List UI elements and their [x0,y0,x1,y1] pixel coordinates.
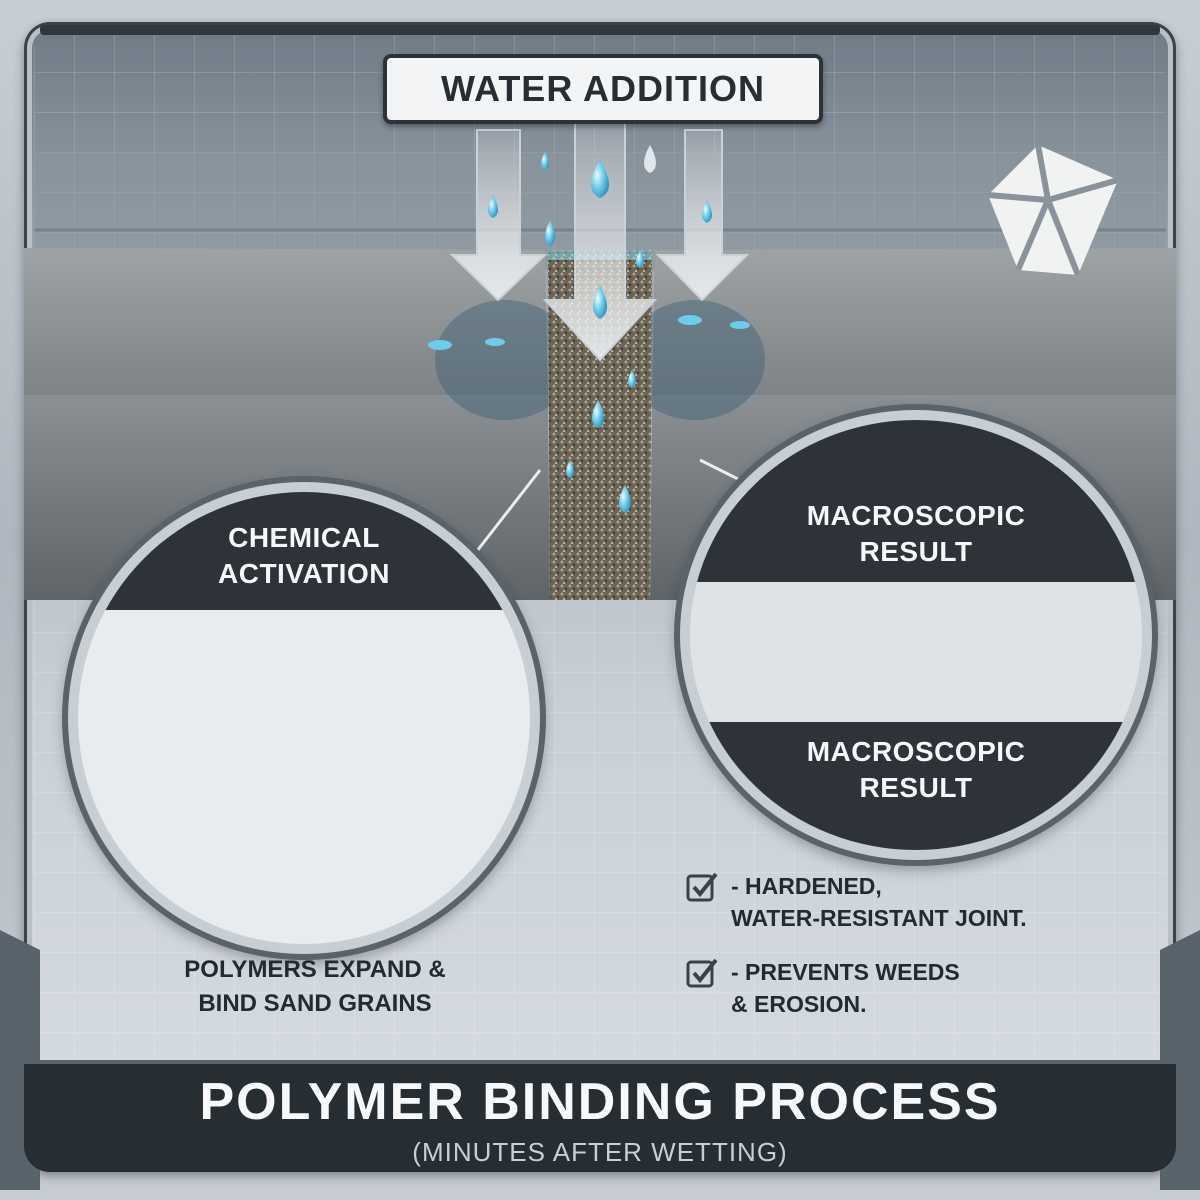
page-subtitle: (MINUTES AFTER WETTING) [412,1137,788,1167]
water-drop-icon [428,145,750,513]
benefit-line: WATER-RESISTANT JOINT. [731,905,1027,931]
checkbox-icon [686,872,718,902]
page-title: POLYMER BINDING PROCESS [199,1073,1001,1131]
water-addition-title: WATER ADDITION [441,68,765,109]
macroscopic-result-circle: MACROSCOPIC RESULT MACROSCOPIC RESULT [690,420,1142,850]
footer-bar [24,1060,1176,1172]
heading-line: CHEMICAL [228,522,380,553]
caption-line: POLYMERS EXPAND & [184,956,446,983]
logo-icon [987,144,1119,277]
chemical-activation-heading: CHEMICAL ACTIVATION [78,492,530,610]
heading-line: MACROSCOPIC [806,500,1026,531]
benefits-list: - HARDENED, WATER-RESISTANT JOINT. - PRE… [685,870,1155,1042]
checkbox-icon [686,958,718,988]
benefit-line: - PREVENTS WEEDS [731,959,960,985]
caption-line: BIND SAND GRAINS [198,990,432,1017]
benefit-line: & EROSION. [731,991,867,1017]
heading-line: RESULT [859,536,973,567]
list-item: - HARDENED, WATER-RESISTANT JOINT. [685,870,1155,934]
top-frame-bar [40,25,1160,35]
heading-line: MACROSCOPIC [806,736,1026,767]
benefit-line: - HARDENED, [731,873,882,899]
chemical-activation-caption: POLYMERS EXPAND & BIND SAND GRAINS [110,953,520,1021]
heading-line: RESULT [859,772,973,803]
macroscopic-result-heading-bottom: MACROSCOPIC RESULT [690,722,1142,850]
heading-line: ACTIVATION [218,558,390,589]
list-item: - PREVENTS WEEDS & EROSION. [685,956,1155,1020]
chemical-activation-circle: CHEMICAL ACTIVATION [78,492,530,944]
water-addition-label: WATER ADDITION [383,54,823,124]
macroscopic-result-heading-top: MACROSCOPIC RESULT [690,420,1142,582]
